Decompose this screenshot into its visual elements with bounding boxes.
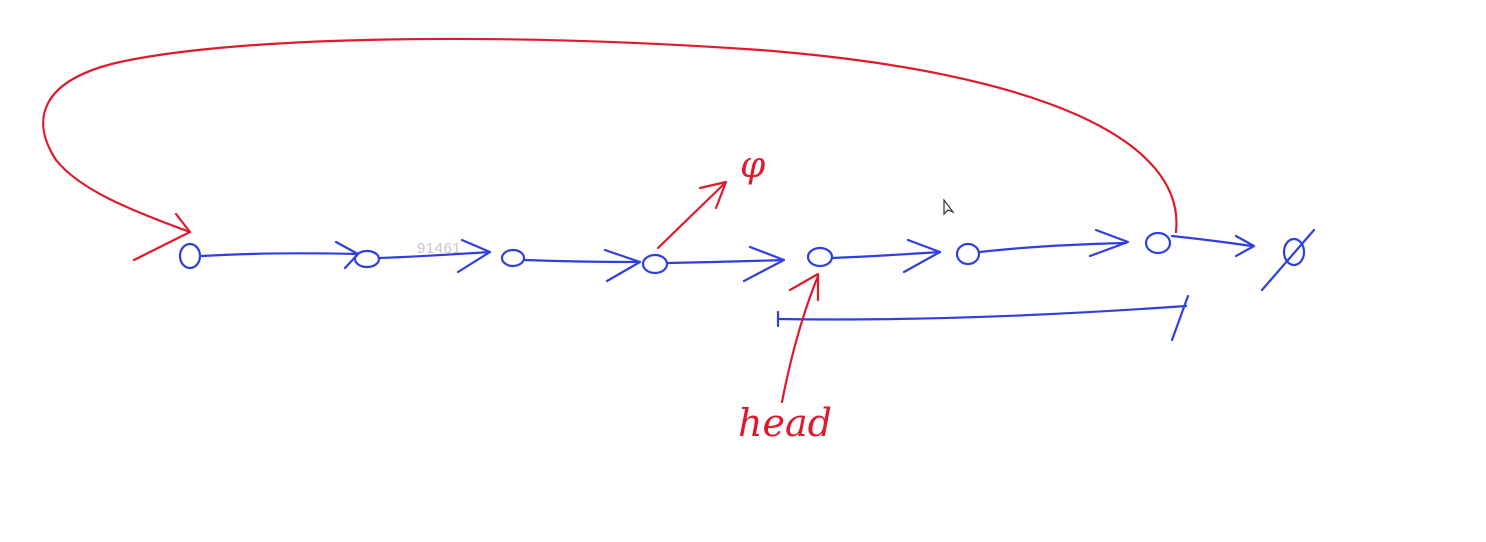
link-arrow-6 (978, 241, 1128, 254)
span-bracket-line (776, 304, 1188, 321)
null-pointer-arrowhead (698, 180, 728, 210)
link-arrowhead-6 (1088, 228, 1130, 258)
cycle-arrow (42, 37, 1178, 234)
span-bracket-right (1170, 294, 1190, 342)
list-node-4 (641, 253, 669, 275)
list-node-7 (1144, 231, 1172, 255)
head-label: head (738, 401, 832, 445)
watermark-text: 91461 (417, 240, 462, 257)
link-arrowhead-3 (603, 248, 642, 283)
annotations (42, 37, 1178, 404)
list-node-3 (500, 248, 526, 268)
link-arrow-7 (1170, 234, 1254, 248)
link-arrow-4 (666, 258, 786, 265)
link-arrow-1 (200, 252, 360, 258)
null-terminator-slash (1260, 228, 1316, 292)
cursor-icon (943, 198, 955, 216)
null-symbol: φ (740, 145, 766, 186)
head-pointer-arrow (780, 274, 820, 404)
linked-list (178, 228, 1316, 342)
link-arrowhead-4 (742, 245, 786, 283)
link-arrow-3 (523, 258, 642, 264)
null-terminator (1282, 237, 1306, 267)
list-node-5 (806, 246, 834, 268)
link-arrowhead-1 (334, 240, 360, 270)
list-node-2 (353, 249, 381, 269)
link-arrow-2 (378, 250, 492, 260)
list-node-6 (955, 242, 981, 266)
null-pointer-arrow (656, 182, 726, 250)
link-arrowhead-5 (902, 238, 942, 274)
head-pointer-arrowhead (788, 272, 820, 302)
link-arrowhead-2 (456, 238, 492, 274)
link-arrowhead-7 (1234, 234, 1256, 258)
link-arrow-5 (830, 250, 942, 260)
list-node-1 (178, 242, 202, 270)
cycle-arrowhead (132, 212, 192, 262)
